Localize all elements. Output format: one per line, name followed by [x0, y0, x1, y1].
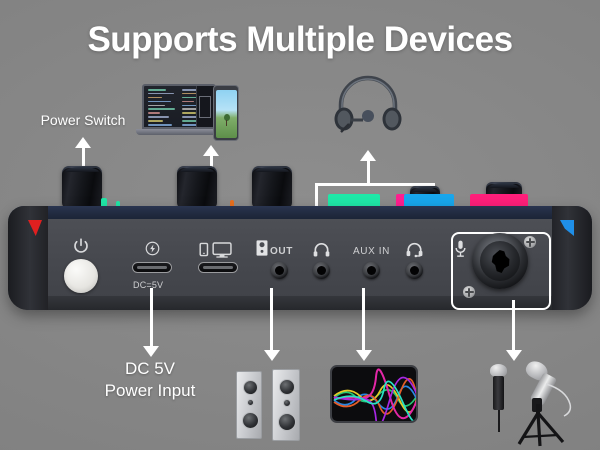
- laptop-photo: [136, 84, 232, 140]
- knob-1[interactable]: [62, 166, 102, 208]
- mixer-left-endcap: [8, 206, 48, 310]
- tablet-waveform: [333, 368, 416, 421]
- callout-arrow-dc: [143, 346, 159, 357]
- microphone-icon: [454, 240, 467, 257]
- annotation-dc-line2: Power Input: [104, 381, 196, 400]
- callout-arrow-aux: [355, 350, 372, 361]
- phone-tree-trunk: [225, 120, 227, 126]
- dc-in-port[interactable]: [132, 262, 172, 273]
- indicator-teal-1: [101, 198, 107, 208]
- callout-line-dc: [149, 288, 153, 346]
- laptop-sidebar-box: [199, 96, 211, 118]
- power-button[interactable]: [64, 259, 98, 293]
- indicator-teal-2: [116, 201, 120, 208]
- callout-line-aux: [362, 288, 365, 350]
- laptop-code-left: [148, 89, 178, 127]
- xlr-screw-bottom: [463, 286, 475, 298]
- indicator-orange: [230, 200, 234, 208]
- callout-arrow-power: [75, 137, 91, 148]
- power-icon: [72, 237, 90, 255]
- aux-in-label: AUX IN: [353, 246, 390, 257]
- xlr-pin-hole: [491, 250, 510, 273]
- monitor-speaker-icon: [256, 240, 268, 256]
- callout-line-headphone-stem: [366, 160, 370, 184]
- headphone-jack-2[interactable]: [406, 262, 423, 279]
- mixer-chassis: [8, 206, 592, 310]
- laptop-base: [136, 129, 224, 135]
- out-label: OUT: [270, 246, 293, 257]
- speaker-left: [236, 371, 262, 439]
- callout-bracket-headphone: [315, 183, 435, 186]
- headphone-jack-1[interactable]: [313, 262, 330, 279]
- usb-data-port[interactable]: [198, 262, 238, 273]
- monitor-out-jack[interactable]: [271, 262, 288, 279]
- microphones-photo: [484, 357, 592, 447]
- pad-blue[interactable]: [404, 194, 454, 208]
- speaker-right-driver-bottom: [278, 413, 296, 431]
- speaker-right: [272, 369, 300, 441]
- mixer-top-bevel: [8, 206, 592, 220]
- tablet-body: [330, 365, 418, 423]
- headphones-photo: [333, 72, 403, 134]
- mixer-top-controls: [8, 160, 592, 220]
- aux-in-jack[interactable]: [363, 262, 380, 279]
- handheld-mic-cable: [498, 410, 500, 432]
- dc-in-label: DC=5V: [133, 280, 164, 290]
- callout-arrow-out: [263, 350, 280, 361]
- annotation-dc-line1: DC 5V: [124, 359, 176, 378]
- annotation-power-switch: Power Switch: [40, 112, 126, 128]
- phone-monitor-icon: [199, 241, 237, 258]
- speaker-left-driver-top: [243, 380, 258, 395]
- phone-tree: [223, 114, 230, 121]
- callout-line-out: [270, 288, 273, 350]
- xlr-screw-top: [524, 236, 536, 248]
- handheld-mic-body: [493, 376, 504, 410]
- speaker-right-driver-mid: [283, 399, 291, 407]
- handheld-mic-head: [490, 364, 507, 377]
- audio-mixer-device: DC=5V OUT AUX IN: [8, 160, 592, 310]
- tripod-legs: [517, 404, 565, 447]
- pad-teal[interactable]: [328, 194, 380, 208]
- speakers-photo: [234, 363, 314, 443]
- laptop-code-right: [182, 89, 212, 127]
- knob-3[interactable]: [252, 166, 292, 208]
- speaker-right-driver-top: [279, 379, 295, 395]
- annotation-dc-power: DC 5V Power Input: [70, 358, 230, 402]
- mixer-bottom-bevel: [8, 296, 592, 310]
- speaker-left-driver-mid: [247, 399, 254, 406]
- knob-2[interactable]: [177, 166, 217, 208]
- speaker-left-driver-bottom: [242, 412, 259, 429]
- tripod-mic-cable: [545, 383, 572, 417]
- callout-arrow-usb: [203, 145, 219, 156]
- phone-body: [213, 85, 239, 141]
- xlr-inner-ring: [480, 241, 520, 281]
- pad-pink-sm[interactable]: [396, 194, 406, 208]
- lightning-bolt-icon: [145, 241, 160, 256]
- pad-magenta[interactable]: [470, 194, 528, 208]
- laptop-screen: [142, 84, 216, 129]
- callout-arrow-mic: [505, 350, 522, 361]
- phone-screen: [215, 90, 237, 138]
- headphone-icon: [313, 242, 330, 257]
- page-title: Supports Multiple Devices: [87, 20, 513, 59]
- xlr-combo-jack[interactable]: [472, 233, 528, 289]
- headset-icon: [406, 242, 423, 258]
- callout-arrow-headphone: [360, 150, 376, 161]
- callout-line-mic: [512, 300, 515, 350]
